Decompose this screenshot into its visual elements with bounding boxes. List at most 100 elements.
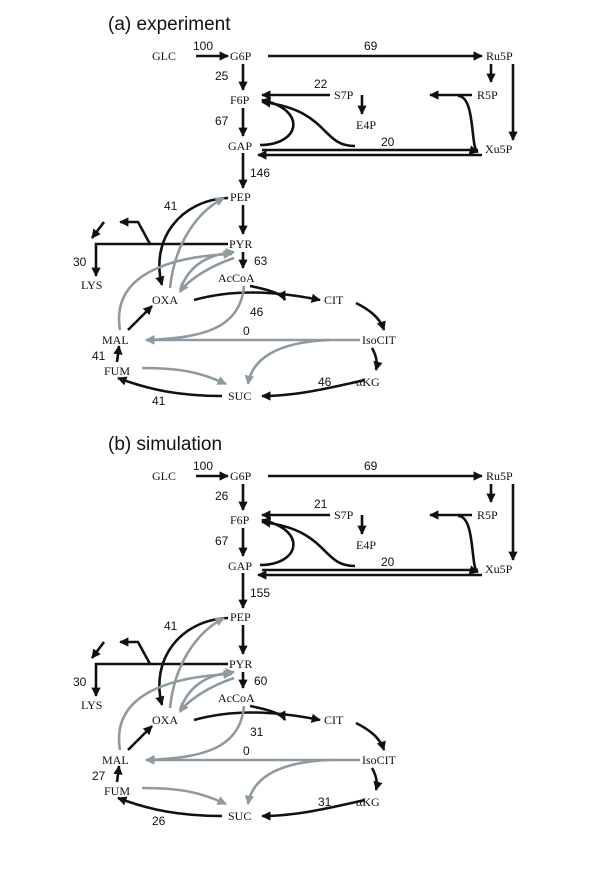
flux-pep-oxa: 41 [164, 619, 178, 633]
flux-labels: 100 69 25 22 67 20 146 41 63 30 46 0 41 … [73, 39, 395, 408]
arrow-pyr-oxa [178, 676, 235, 713]
arrow-e4p-f6p-loop [261, 98, 356, 148]
node-pep: PEP [230, 190, 251, 204]
node-oxa: OXA [152, 293, 178, 307]
flux-suc-fum: 41 [152, 394, 166, 408]
arrow-pyr-lys-3 [91, 242, 150, 277]
flux-glc-g6p: 100 [193, 39, 213, 53]
arrow-pyr-lys-1 [119, 637, 228, 666]
node-lys: LYS [81, 278, 102, 292]
flux-suc-fum: 26 [152, 814, 166, 828]
flux-xu5p-gap: 20 [381, 555, 395, 569]
arrow-fum-mal [113, 345, 123, 363]
arrow-acoa-cit [249, 284, 287, 301]
node-r5p: R5P [477, 508, 498, 522]
node-xu5p: Xu5P [485, 142, 513, 156]
flux-mal-fum: 27 [92, 769, 106, 783]
node-fum: FUM [104, 364, 130, 378]
arrow-oxa-cit [193, 291, 321, 303]
node-cit: CIT [324, 713, 344, 727]
node-g6p: G6P [230, 469, 252, 483]
arrow-pyr-lys-1 [119, 217, 228, 246]
arrow-isocit-suc [244, 758, 331, 805]
arrow-oxa-cit [193, 711, 321, 723]
flux-pyr-acoa: 60 [254, 674, 268, 688]
node-gap: GAP [228, 559, 252, 573]
flux-s7p-f6p: 21 [314, 497, 328, 511]
node-f6p: F6P [230, 513, 250, 527]
node-isocit: IsoCIT [362, 753, 397, 767]
arrow-pyr-lys-3 [91, 662, 150, 697]
node-glc: GLC [152, 469, 176, 483]
arrow-e4p-f6p-loop [261, 518, 356, 568]
flux-gap-pep: 146 [250, 166, 270, 180]
node-oxa: OXA [152, 713, 178, 727]
node-ru5p: Ru5P [486, 49, 513, 63]
arrow-cit-isocit [355, 301, 386, 331]
flux-isocit-mal: 0 [243, 744, 250, 758]
flux-oxa-cit: 46 [250, 305, 264, 319]
flux-pyr-acoa: 63 [254, 254, 268, 268]
arrow-oxa-pep [168, 616, 225, 709]
grey-arrows [117, 616, 360, 806]
arrow-r5p-xu5p-loop [457, 514, 479, 575]
node-pep: PEP [230, 610, 251, 624]
arrow-pyr-lys-2 [90, 641, 106, 659]
arrow-mal-pyr [117, 669, 233, 751]
arrow-isocit-akg [370, 767, 383, 791]
node-suc: SUC [228, 389, 251, 403]
arrow-mal-oxa [127, 305, 153, 331]
node-g6p: G6P [230, 49, 252, 63]
arrow-r5p-xu5p-loop [457, 94, 479, 155]
flux-g6p-f6p: 25 [215, 69, 229, 83]
flux-s7p-f6p: 22 [314, 77, 328, 91]
flux-f6p-gap: 67 [215, 534, 229, 548]
panel-simulation: (b) simulation [73, 434, 518, 828]
node-ru5p: Ru5P [486, 469, 513, 483]
arrow-akg-suc [261, 798, 366, 821]
arrow-cit-isocit [355, 721, 386, 751]
metabolite-nodes: GLC G6P Ru5P S7P R5P F6P E4P GAP Xu5P PE… [81, 49, 513, 403]
arrow-suc-fum [117, 376, 223, 398]
flux-lys: 30 [73, 675, 87, 689]
flux-labels: 100 69 26 21 67 20 155 41 60 30 31 0 27 … [73, 459, 395, 828]
metabolite-nodes: GLC G6P Ru5P S7P R5P F6P E4P GAP Xu5P PE… [81, 469, 513, 823]
panel-title: (a) experiment [108, 14, 231, 35]
flux-akg-suc: 31 [318, 795, 332, 809]
node-suc: SUC [228, 809, 251, 823]
arrow-acoa-mal [145, 285, 246, 345]
flux-g6p-ru5p: 69 [364, 39, 378, 53]
arrow-pyr-oxa [178, 256, 235, 293]
arrow-isocit-suc [244, 338, 331, 385]
node-e4p: E4P [356, 118, 376, 132]
arrow-suc-fum [117, 796, 223, 818]
flux-oxa-cit: 31 [250, 725, 264, 739]
node-r5p: R5P [477, 88, 498, 102]
flux-mal-fum: 41 [92, 349, 106, 363]
node-lys: LYS [81, 698, 102, 712]
arrow-pyr-lys-2 [90, 221, 106, 239]
flux-glc-g6p: 100 [193, 459, 213, 473]
flux-g6p-f6p: 26 [215, 489, 229, 503]
node-f6p: F6P [230, 93, 250, 107]
node-glc: GLC [152, 49, 176, 63]
flux-akg-suc: 46 [318, 375, 332, 389]
node-fum: FUM [104, 784, 130, 798]
arrow-fum-mal [113, 765, 123, 783]
arrow-acoa-cit [249, 704, 287, 721]
arrow-oxa-pep [168, 196, 225, 289]
node-mal: MAL [102, 333, 129, 347]
panel-experiment: (a) experiment [73, 14, 518, 408]
flux-xu5p-gap: 20 [381, 135, 395, 149]
node-pyr: PYR [229, 657, 252, 671]
flux-g6p-ru5p: 69 [364, 459, 378, 473]
node-mal: MAL [102, 753, 129, 767]
arrow-fum-suc [141, 366, 227, 386]
node-xu5p: Xu5P [485, 562, 513, 576]
flux-f6p-gap: 67 [215, 114, 229, 128]
node-pyr: PYR [229, 237, 252, 251]
panel-title: (b) simulation [108, 434, 222, 455]
node-gap: GAP [228, 139, 252, 153]
arrow-mal-oxa [127, 725, 153, 751]
